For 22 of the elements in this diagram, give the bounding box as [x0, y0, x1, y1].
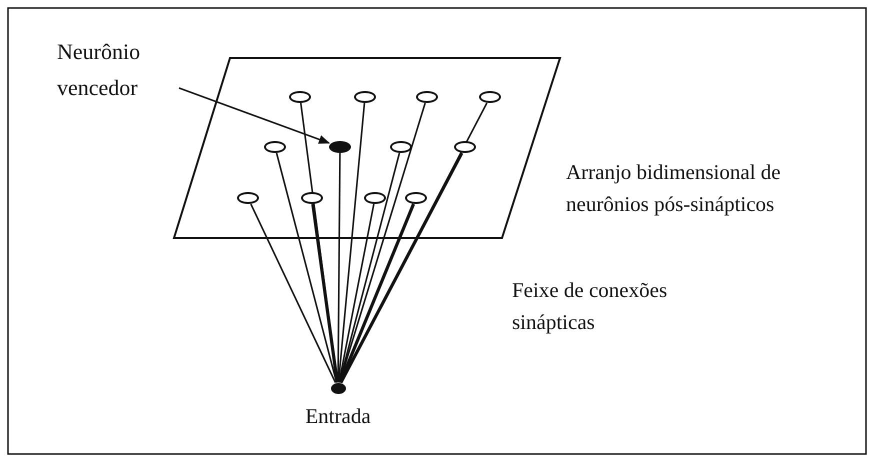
annotation-text: Neurônio vencedor: [57, 38, 142, 102]
neuron-circle: [364, 192, 386, 204]
input-dot: [330, 382, 346, 394]
neuron-circle: [416, 91, 438, 103]
connection-line: [250, 204, 336, 383]
annotation-text: Arranjo bidimensional de neurônios pós-sinápticos: [566, 159, 782, 218]
neuron-circle: [479, 91, 501, 103]
neuron-circle: [354, 91, 376, 103]
connection-line: [339, 152, 464, 384]
neuron-circle: [289, 91, 311, 103]
annotation-text: Feixe de conexões sinápticas: [512, 277, 668, 336]
leader-line: [178, 87, 330, 144]
neuron-circle: [454, 141, 476, 153]
neuron-circle: [405, 192, 427, 204]
neuron-circle: [390, 141, 412, 153]
neuron-circle: [264, 141, 286, 153]
winner-neuron: [329, 141, 351, 153]
input-label: Entrada: [304, 402, 372, 430]
neuron-circle: [301, 192, 323, 204]
connection-line: [311, 204, 339, 383]
neuron-circle: [237, 192, 259, 204]
connection-line: [276, 152, 338, 383]
